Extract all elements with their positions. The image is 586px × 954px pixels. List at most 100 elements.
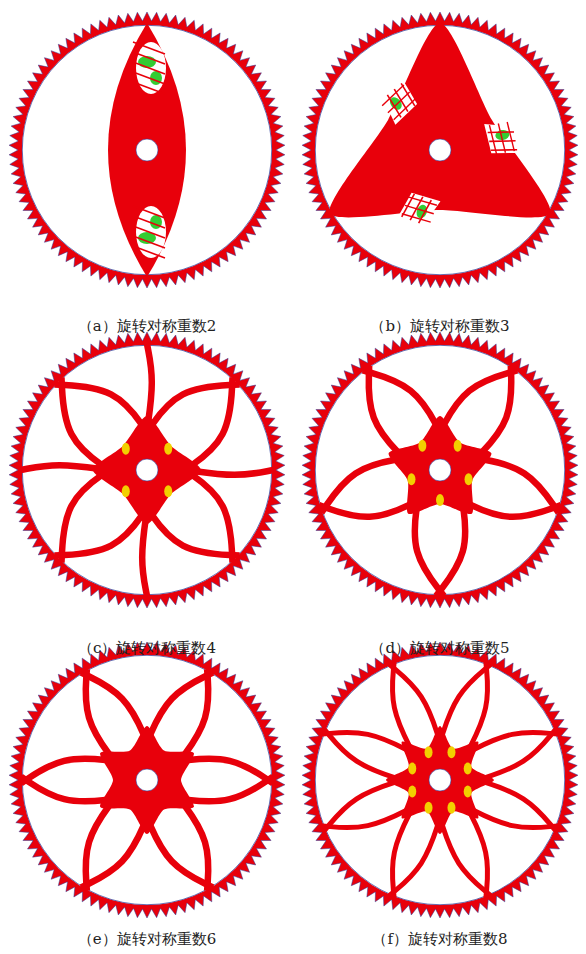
hub-web bbox=[386, 726, 494, 834]
subfigure-caption: （a）旋转对称重数2 bbox=[78, 316, 217, 336]
cutout bbox=[398, 190, 440, 230]
gear-figure bbox=[302, 332, 578, 608]
lattice-strut bbox=[133, 62, 165, 74]
cutout bbox=[376, 80, 421, 125]
lattice-strut bbox=[381, 85, 405, 106]
spoke bbox=[476, 458, 558, 512]
lattice-strut bbox=[133, 42, 165, 54]
soft-zone bbox=[454, 440, 462, 452]
spoke bbox=[180, 759, 273, 784]
spoke bbox=[21, 759, 114, 784]
spoke bbox=[86, 799, 114, 891]
subfigure-caption: （f）旋转对称重数8 bbox=[372, 929, 507, 949]
caption-slot: （e）旋转对称重数6 bbox=[78, 929, 216, 949]
soft-zone bbox=[408, 785, 416, 797]
soft-zone bbox=[164, 443, 172, 455]
spoke bbox=[436, 501, 465, 596]
soft-zone bbox=[164, 485, 172, 497]
caption-slot: （c）旋转对称重数4 bbox=[78, 638, 216, 658]
shaft-hole bbox=[136, 769, 158, 791]
spoke bbox=[321, 458, 403, 512]
gear-inside bbox=[19, 22, 275, 278]
spoke bbox=[476, 366, 511, 458]
soft-zone bbox=[407, 473, 415, 485]
lattice-strut bbox=[387, 92, 411, 113]
hub-web bbox=[93, 416, 201, 524]
caption-slot: （f）旋转对称重数8 bbox=[372, 929, 507, 949]
soft-zone bbox=[465, 473, 473, 485]
subfigure-caption: （e）旋转对称重数6 bbox=[78, 929, 216, 949]
spoke bbox=[21, 777, 114, 802]
cutout bbox=[484, 119, 519, 158]
gear-figure bbox=[9, 12, 285, 288]
gear-figure bbox=[302, 12, 578, 288]
lattice-strut bbox=[133, 82, 165, 94]
lattice-strut bbox=[402, 212, 431, 224]
gear-inside bbox=[312, 22, 568, 278]
lattice-strut bbox=[133, 226, 165, 238]
triangle-web bbox=[330, 23, 551, 217]
soft-zone bbox=[122, 443, 130, 455]
spoke bbox=[392, 663, 413, 753]
gear-teeth bbox=[9, 332, 285, 608]
spoke bbox=[61, 470, 109, 563]
lattice-strut bbox=[498, 123, 505, 153]
spoke bbox=[440, 818, 490, 895]
spoke bbox=[390, 818, 440, 895]
spoke bbox=[147, 673, 213, 742]
lattice-strut bbox=[133, 246, 165, 258]
soft-zone bbox=[447, 802, 455, 814]
rim-edge bbox=[315, 655, 564, 904]
shaft-hole bbox=[429, 769, 451, 791]
rim-edge bbox=[315, 345, 564, 594]
soft-zone bbox=[464, 785, 472, 797]
gear-figure bbox=[302, 642, 578, 918]
spoke bbox=[325, 730, 402, 780]
spoke bbox=[86, 669, 114, 761]
hub-web bbox=[100, 726, 194, 834]
gear-teeth bbox=[302, 642, 578, 918]
caption-slot: （b）旋转对称重数3 bbox=[370, 316, 509, 336]
gear-inside bbox=[312, 342, 568, 598]
lens-web bbox=[108, 23, 186, 277]
soft-zone bbox=[464, 763, 472, 775]
gear-figure bbox=[9, 642, 285, 918]
gear-rim bbox=[313, 23, 567, 277]
spoke bbox=[180, 777, 273, 802]
spoke bbox=[61, 377, 109, 470]
lattice-strut bbox=[405, 203, 434, 215]
spoke bbox=[462, 501, 561, 517]
gear-teeth bbox=[302, 12, 578, 288]
shaft-hole bbox=[429, 139, 451, 161]
soft-zone bbox=[408, 763, 416, 775]
gear-teeth bbox=[9, 12, 285, 288]
caption-slot: （d）旋转对称重数5 bbox=[370, 638, 509, 658]
gear-rim bbox=[313, 653, 567, 907]
spoke bbox=[147, 818, 213, 887]
subfigure-caption: （d）旋转对称重数5 bbox=[370, 638, 509, 658]
spoke bbox=[440, 665, 490, 742]
rim-edge bbox=[22, 655, 271, 904]
spoke bbox=[467, 663, 488, 753]
lattice-strut bbox=[133, 216, 165, 228]
spoke bbox=[325, 780, 402, 830]
spoke bbox=[147, 508, 240, 556]
spoke bbox=[390, 665, 440, 742]
spoke bbox=[81, 818, 147, 887]
gear-figure bbox=[9, 332, 285, 608]
lattice-strut bbox=[507, 122, 514, 152]
lattice-strut bbox=[133, 52, 165, 64]
subfigure-caption: （c）旋转对称重数4 bbox=[78, 638, 216, 658]
lattice-strut bbox=[133, 206, 165, 218]
subfigure-caption: （b）旋转对称重数3 bbox=[370, 316, 509, 336]
soft-zone bbox=[447, 746, 455, 758]
lattice-strut bbox=[133, 236, 165, 248]
caption-slot: （a）旋转对称重数2 bbox=[78, 316, 217, 336]
spoke bbox=[323, 732, 413, 753]
rim-edge bbox=[22, 345, 271, 594]
soft-zone bbox=[425, 802, 433, 814]
gear-rim bbox=[20, 343, 274, 597]
shaft-hole bbox=[136, 139, 158, 161]
spoke bbox=[467, 807, 557, 828]
spoke bbox=[369, 366, 404, 458]
